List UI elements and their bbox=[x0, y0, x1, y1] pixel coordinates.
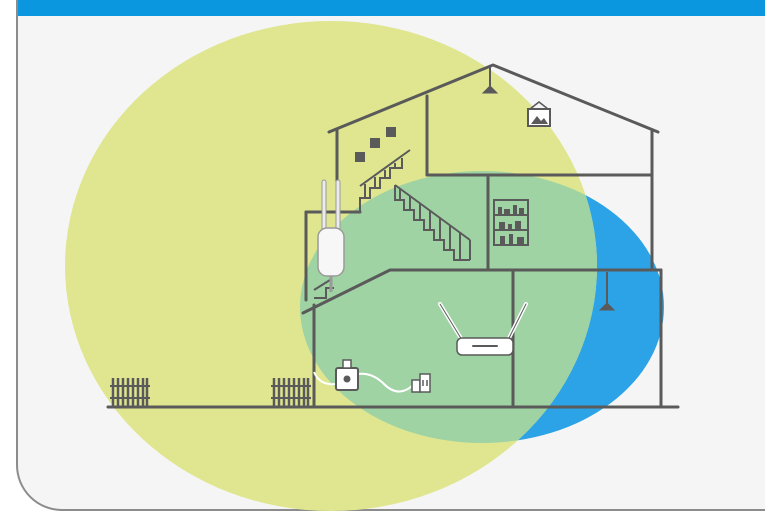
outdoor-access-point-icon bbox=[317, 179, 345, 292]
ceiling-lamp-icon bbox=[481, 67, 499, 94]
ethernet-cable bbox=[313, 371, 413, 393]
fence-icon bbox=[271, 378, 311, 407]
picture-frame-icon bbox=[527, 101, 551, 127]
poe-injector-icon bbox=[335, 359, 359, 391]
ceiling-lamp-icon bbox=[598, 272, 616, 311]
fence-icon bbox=[110, 378, 150, 407]
bookshelf-icon bbox=[493, 199, 529, 246]
house-outline bbox=[106, 63, 680, 409]
staircase-icon bbox=[313, 149, 471, 299]
top-bar bbox=[18, 0, 765, 16]
power-outlet-icon bbox=[411, 373, 431, 393]
indoor-router-icon bbox=[438, 302, 528, 356]
attic-windows bbox=[355, 127, 396, 162]
